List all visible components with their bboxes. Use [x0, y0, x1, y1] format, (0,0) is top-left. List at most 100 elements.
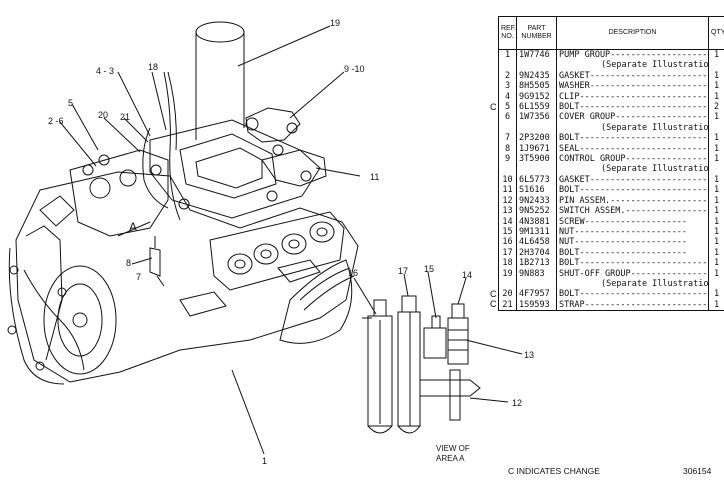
- ref-cell: 6: [498, 112, 517, 123]
- part-number-cell: 1B2713: [516, 258, 557, 269]
- ref-cell: 8: [498, 143, 517, 155]
- qty-cell: 1: [708, 195, 724, 207]
- callout-21: 21: [120, 112, 131, 122]
- description-cell: NUT----------------------: [556, 237, 709, 248]
- callout-5: 5: [68, 98, 74, 108]
- part-number-cell: 2H3704: [516, 247, 557, 259]
- drive-housing: [179, 259, 355, 344]
- description-cell: BOLT---------------------: [556, 247, 709, 259]
- callout-16: 16: [348, 268, 359, 278]
- callout-18: 18: [148, 62, 159, 72]
- description-cell: BOLT---------------------------: [556, 133, 709, 144]
- ref-cell: 9: [498, 154, 517, 165]
- callout-8: 8: [126, 258, 132, 268]
- description-cell: BOLT---------------------------: [556, 289, 709, 300]
- part-number-cell: 9N2433: [516, 195, 557, 207]
- ref-cell: 13: [498, 206, 517, 217]
- qty-cell: 1: [708, 174, 724, 186]
- view-label-line2: AREA A: [436, 454, 465, 463]
- description-cell: SEAL---------------------------: [556, 143, 709, 155]
- leader-lines: [59, 25, 523, 455]
- description-cell: GASKET--------------------------: [556, 70, 709, 82]
- ref-cell: 14: [498, 216, 517, 227]
- ref-cell: 12: [498, 195, 517, 207]
- pump-body: [7, 171, 359, 385]
- qty-cell: 1: [708, 112, 724, 123]
- callout-19: 19: [330, 18, 341, 28]
- description-cell: BOLT---------------------------: [556, 258, 709, 269]
- ref-cell: 20: [498, 289, 517, 300]
- callout-9-10: 9 -10: [344, 64, 365, 74]
- table-row: (Separate Illustration): [498, 60, 724, 71]
- description-cell: SCREW--------------------: [556, 216, 709, 227]
- description-cell: COVER GROUP-------------------: [556, 112, 709, 123]
- view-a-inset: [362, 295, 481, 434]
- ref-cell: 7: [498, 133, 517, 144]
- description-cell: CLIP----------------------------: [556, 91, 709, 103]
- qty-cell: [708, 278, 724, 290]
- callout-12: 12: [512, 398, 523, 408]
- parts-list-table: REF. NO. PART NUMBER DESCRIPTION QTY 1 1W…: [498, 16, 724, 312]
- ref-cell: 10: [498, 174, 517, 186]
- callout-20: 20: [98, 110, 109, 120]
- ref-cell: 15: [498, 226, 517, 238]
- view-label-line1: VIEW OF: [436, 444, 470, 453]
- table-header-row: REF. NO. PART NUMBER DESCRIPTION QTY: [498, 16, 724, 50]
- top-cover: [149, 119, 321, 219]
- description-cell: (Separate Illustration): [556, 278, 709, 290]
- qty-cell: 1: [708, 91, 724, 103]
- qty-cell: 1: [708, 206, 724, 217]
- qty-cell: 1: [708, 143, 724, 155]
- ref-cell: [498, 122, 517, 134]
- ref-cell: 16: [498, 237, 517, 248]
- change-flag: C: [490, 288, 497, 299]
- part-number-cell: 4F7957: [516, 289, 557, 300]
- part-number-cell: [516, 278, 557, 290]
- part-number-cell: S1616: [516, 185, 557, 196]
- part-number-cell: 2P3200: [516, 133, 557, 144]
- description-cell: (Separate Illustration): [556, 60, 709, 71]
- part-number-cell: 9N2435: [516, 70, 557, 82]
- ref-cell: [498, 164, 517, 175]
- ref-cell: 18: [498, 258, 517, 269]
- qty-cell: 1: [708, 70, 724, 82]
- view-of-area-a-label: VIEW OF AREA A: [436, 444, 470, 464]
- part-number-cell: 1W7746: [516, 49, 557, 61]
- description-cell: NUT----------------------: [556, 226, 709, 238]
- header-ref-no: REF. NO.: [498, 16, 517, 50]
- ref-cell: 19: [498, 268, 517, 279]
- ref-cell: 2: [498, 70, 517, 82]
- callout-2-6: 2 -6: [48, 116, 64, 126]
- description-cell: PUMP GROUP-------------------: [556, 49, 709, 61]
- qty-cell: 1: [708, 289, 724, 300]
- change-flag: C: [490, 101, 497, 112]
- callout-11: 11: [370, 172, 380, 182]
- qty-cell: 1: [708, 133, 724, 144]
- change-legend: C INDICATES CHANGE: [508, 466, 600, 476]
- callout-17: 17: [398, 266, 409, 276]
- table-row: (Separate Illustration): [498, 122, 724, 134]
- callout-15: 15: [424, 264, 435, 274]
- qty-cell: 1: [708, 49, 724, 61]
- ref-cell: 5: [498, 102, 517, 113]
- description-cell: BOLT---------------------------: [556, 185, 709, 196]
- description-cell: (Separate Illustration): [556, 164, 709, 175]
- qty-cell: [708, 60, 724, 71]
- qty-cell: 1: [708, 299, 724, 312]
- description-cell: STRAP--------------------------: [556, 299, 709, 312]
- part-number-cell: 8H5505: [516, 81, 557, 92]
